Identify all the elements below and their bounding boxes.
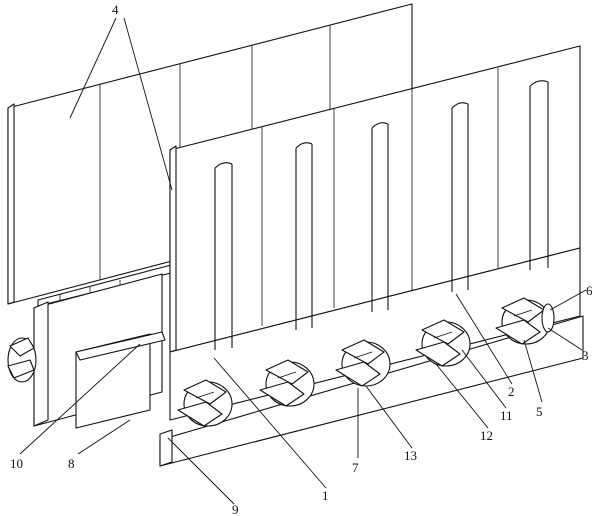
label-2: 2 <box>508 384 515 399</box>
leader-lines <box>19 17 587 505</box>
label-6: 6 <box>586 283 593 298</box>
clamp-1 <box>177 379 233 427</box>
clamp-left-end <box>7 337 37 383</box>
clamp-5 <box>495 297 555 345</box>
label-4: 4 <box>112 2 119 17</box>
label-13: 13 <box>404 448 417 463</box>
clamp-4 <box>415 319 471 367</box>
label-12: 12 <box>480 428 493 443</box>
base-block <box>33 273 584 467</box>
label-11: 11 <box>500 408 513 423</box>
label-9: 9 <box>232 502 239 516</box>
label-1: 1 <box>322 488 329 503</box>
labels: 4 6 3 5 2 11 12 13 7 1 9 8 10 <box>10 2 593 516</box>
rods <box>214 80 549 350</box>
clamp-3 <box>335 339 391 387</box>
clamp-2 <box>259 359 315 407</box>
label-7: 7 <box>352 460 359 475</box>
label-10: 10 <box>10 456 23 471</box>
label-5: 5 <box>536 404 543 419</box>
label-3: 3 <box>582 348 589 363</box>
label-8: 8 <box>68 456 75 471</box>
